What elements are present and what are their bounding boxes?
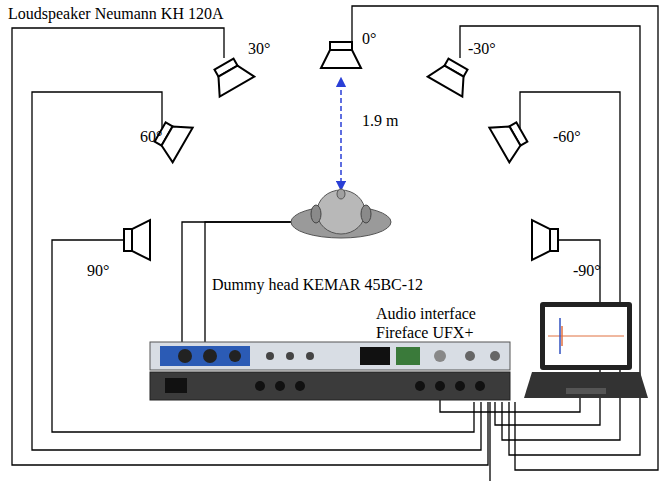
laptop xyxy=(524,302,648,398)
figure-title: Loudspeaker Neumann KH 120A xyxy=(8,5,224,23)
device-label: Dummy head KEMAR 45BC-12 xyxy=(212,276,423,294)
angle-label: 90° xyxy=(87,262,109,280)
angle-label: -60° xyxy=(553,128,581,146)
angle-label: 60° xyxy=(140,128,162,146)
angle-label: -30° xyxy=(468,40,496,58)
audio-interface xyxy=(150,342,510,400)
dummy-head xyxy=(291,189,391,238)
distance-arrow xyxy=(340,82,342,186)
angle-label: 30° xyxy=(248,40,270,58)
loudspeaker-symbol xyxy=(124,42,558,260)
angle-label: -90° xyxy=(573,262,601,280)
angle-label: 0° xyxy=(362,30,376,48)
cable xyxy=(12,6,658,481)
device-label: Audio interface xyxy=(376,305,476,323)
distance-label: 1.9 m xyxy=(362,112,398,130)
device-label: Fireface UFX+ xyxy=(376,324,473,342)
